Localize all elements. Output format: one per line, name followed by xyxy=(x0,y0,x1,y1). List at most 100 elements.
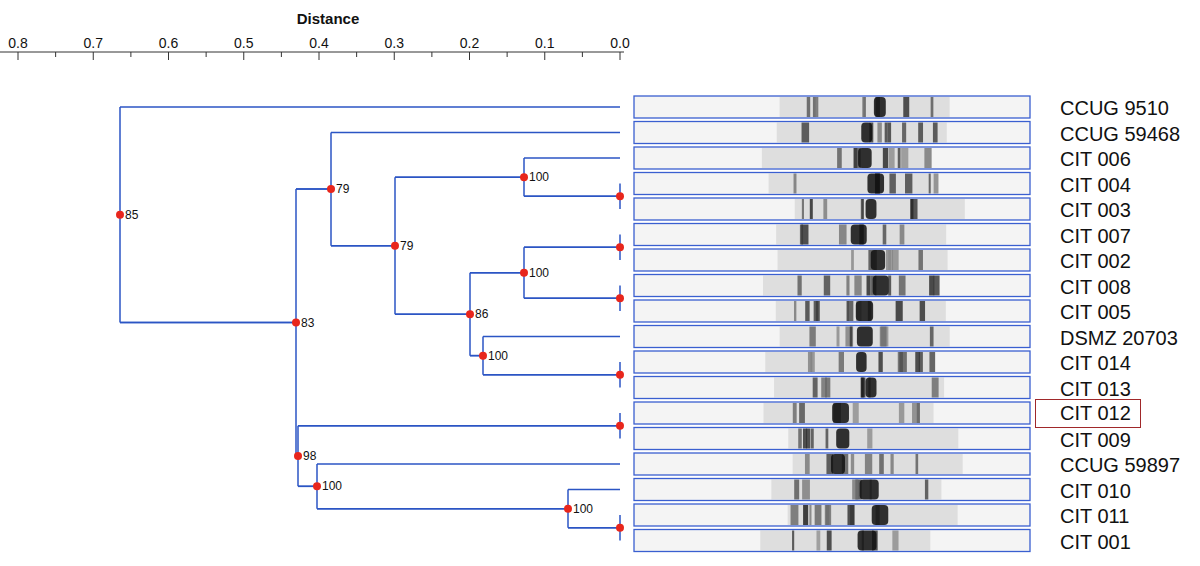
gel-band xyxy=(892,250,899,270)
lane-ground xyxy=(634,198,1030,220)
gel-band xyxy=(880,327,887,347)
gel-band xyxy=(850,327,853,347)
gel-band xyxy=(929,276,934,296)
gel-band xyxy=(803,505,808,525)
lane-frame xyxy=(634,96,1030,118)
lane-frame xyxy=(634,147,1030,169)
gel-band xyxy=(848,301,853,321)
gel-band xyxy=(811,352,815,372)
axis-tick xyxy=(507,52,508,57)
tree-branch xyxy=(568,489,620,491)
lane-ground xyxy=(634,122,1030,144)
tree-branch xyxy=(395,176,524,178)
gel-band xyxy=(805,454,810,474)
axis-tick xyxy=(130,52,131,57)
lane-ground xyxy=(634,377,1030,399)
gel-band xyxy=(837,148,842,168)
gel-band xyxy=(814,301,819,321)
gel-lane xyxy=(634,224,1030,246)
lane-ground xyxy=(634,351,1030,373)
gel-lane xyxy=(634,198,1030,220)
tree-branch xyxy=(395,313,470,315)
tree-branch xyxy=(483,374,620,376)
gel-band xyxy=(865,378,876,398)
gel-band xyxy=(918,250,922,270)
gel-band xyxy=(903,97,909,117)
lane-smear xyxy=(778,250,948,270)
tree-branch xyxy=(568,527,620,529)
tree-branch xyxy=(524,157,620,159)
gel-band xyxy=(887,123,891,143)
tree-branch xyxy=(483,336,620,338)
gel-band xyxy=(924,148,931,168)
gel-band xyxy=(798,276,802,296)
gel-band xyxy=(851,454,854,474)
lane-frame xyxy=(634,249,1030,271)
tree-node-dot xyxy=(616,243,624,251)
gel-band xyxy=(802,123,810,143)
lane-smear xyxy=(763,276,933,296)
tree-node-dot xyxy=(520,173,528,181)
bootstrap-value: 100 xyxy=(322,480,342,492)
gel-band xyxy=(800,225,803,245)
axis-tick xyxy=(281,52,282,57)
gel-band xyxy=(791,505,799,525)
gel-band xyxy=(910,199,917,219)
tree-node-dot xyxy=(616,524,624,532)
lane-smear xyxy=(776,301,946,321)
lane-frame xyxy=(634,198,1030,220)
lane-ground xyxy=(634,479,1030,501)
gel-band xyxy=(879,454,884,474)
lane-smear xyxy=(769,174,939,194)
strain-label: CIT 011 xyxy=(1060,506,1129,526)
gel-band xyxy=(865,454,872,474)
gel-lane xyxy=(634,377,1030,399)
gel-band xyxy=(929,174,931,194)
tree-node-dot xyxy=(479,352,487,360)
gel-lane xyxy=(634,351,1030,373)
gel-band xyxy=(889,174,895,194)
tree-branch xyxy=(524,196,620,198)
gel-band xyxy=(816,531,820,551)
gel-band xyxy=(918,123,923,143)
gel-band xyxy=(892,531,898,551)
strain-label: CCUG 9510 xyxy=(1060,98,1169,118)
tree-branch xyxy=(296,188,331,190)
gel-band xyxy=(831,454,845,474)
tree-branch xyxy=(524,298,620,300)
gel-band xyxy=(899,276,906,296)
gel-band xyxy=(799,403,805,423)
strain-label: CIT 004 xyxy=(1060,175,1131,195)
axis-tick xyxy=(18,52,19,60)
gel-band xyxy=(839,352,844,372)
gel-band xyxy=(889,148,895,168)
gel-band xyxy=(856,352,867,372)
axis-tick xyxy=(93,52,94,60)
gel-lane xyxy=(634,326,1030,348)
gel-band xyxy=(811,429,814,449)
tree-node-dot xyxy=(616,192,624,200)
tick-label: 0.6 xyxy=(159,36,178,50)
tick-label: 0.5 xyxy=(234,36,253,50)
gel-band xyxy=(858,148,872,168)
gel-band xyxy=(825,505,831,525)
gel-band xyxy=(929,352,935,372)
tree-branch xyxy=(317,508,568,510)
tick-label: 0.2 xyxy=(460,36,479,50)
tree-branch xyxy=(298,425,620,427)
lane-frame xyxy=(634,504,1030,526)
lane-smear xyxy=(760,531,930,551)
gel-lane xyxy=(634,428,1030,450)
gel-band xyxy=(809,327,815,347)
lane-frame xyxy=(634,428,1030,450)
tree-branch xyxy=(331,132,620,134)
gel-band xyxy=(821,378,827,398)
lane-smear xyxy=(777,123,947,143)
strain-label: CIT 013 xyxy=(1060,379,1131,399)
lane-frame xyxy=(634,224,1030,246)
strain-label: CIT 007 xyxy=(1060,226,1131,246)
lane-frame xyxy=(634,479,1030,501)
gel-band xyxy=(813,97,818,117)
bootstrap-value: 100 xyxy=(529,171,549,183)
gel-band xyxy=(883,225,887,245)
